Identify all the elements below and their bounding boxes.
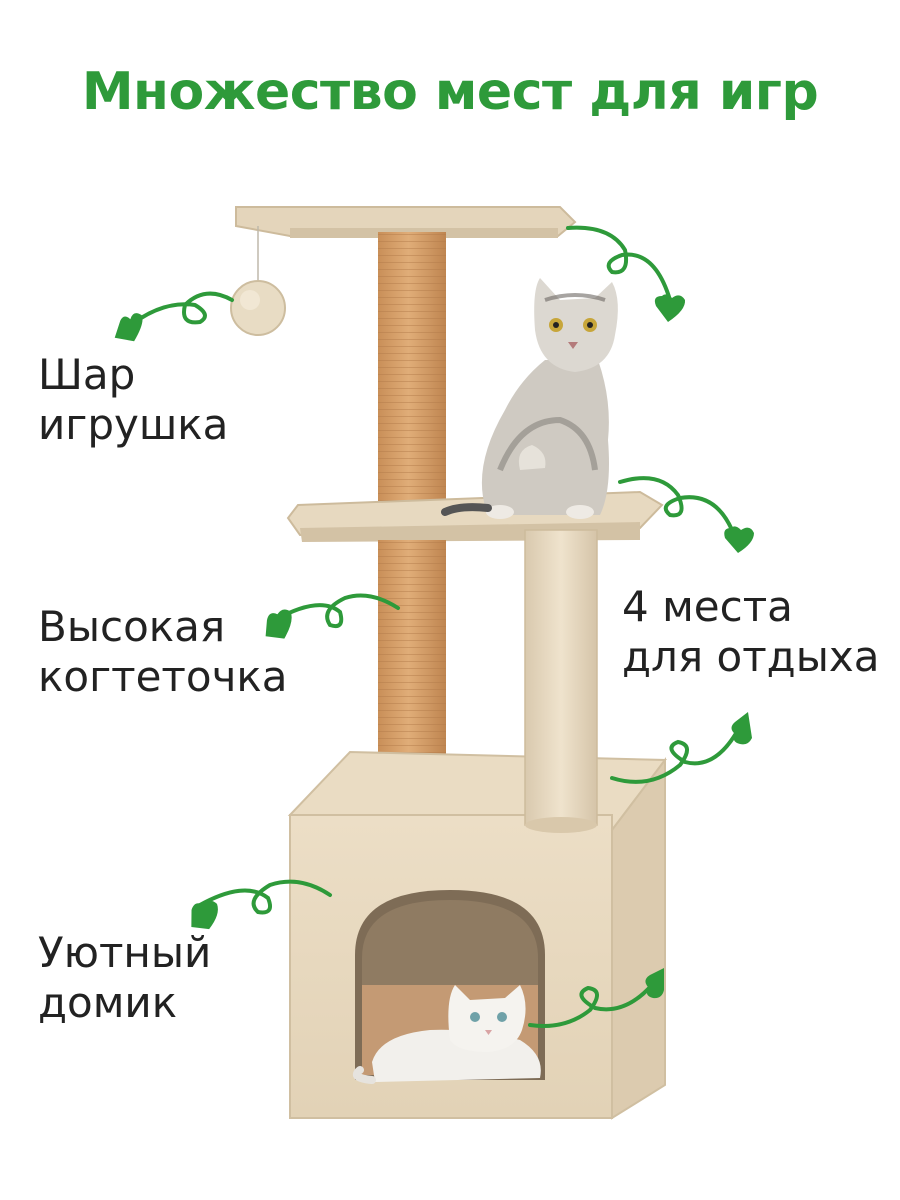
arrow-house	[198, 879, 332, 915]
standing-cat	[441, 278, 618, 519]
arrow-rest-top-heart	[724, 526, 754, 553]
label-house-line1: Уютный	[38, 928, 212, 977]
middle-platform	[286, 490, 664, 542]
label-rest-line2: для отдыха	[622, 632, 880, 681]
label-ball-line2: игрушка	[38, 400, 229, 449]
arrow-rest-bottom	[610, 728, 740, 784]
label-house-line2: домик	[38, 978, 178, 1027]
plush-post	[524, 529, 598, 833]
arrow-scratcher-heart	[265, 609, 292, 639]
arrow-ball-heart	[114, 313, 143, 342]
upper-sisal-post	[378, 232, 446, 502]
label-rest-line1: 4 места	[622, 582, 793, 631]
label-scratcher-line2: когтеточка	[38, 652, 288, 701]
arrow-lying-cat	[528, 983, 654, 1028]
lying-cat	[353, 985, 541, 1084]
top-platform	[235, 206, 577, 238]
label-scratcher-line1: Высокая	[38, 602, 226, 651]
arrow-lying-cat-heart	[645, 968, 664, 999]
label-scratcher: Высокая когтеточка	[38, 602, 288, 702]
arrow-top-heart	[654, 294, 686, 322]
label-rest-places: 4 места для отдыха	[622, 582, 879, 682]
label-ball-toy: Шар игрушка	[38, 350, 228, 450]
ball-toy	[230, 226, 286, 336]
arrow-house-heart	[191, 900, 218, 930]
arrow-rest-top	[618, 476, 734, 532]
arrow-scratcher	[273, 593, 400, 629]
arrow-top	[566, 225, 672, 302]
label-ball-line1: Шар	[38, 350, 136, 399]
label-house: Уютный домик	[38, 928, 211, 1028]
arrow-ball	[123, 291, 234, 332]
arrow-rest-bottom-heart	[731, 712, 752, 745]
page-title: Множество мест для игр	[81, 62, 819, 122]
